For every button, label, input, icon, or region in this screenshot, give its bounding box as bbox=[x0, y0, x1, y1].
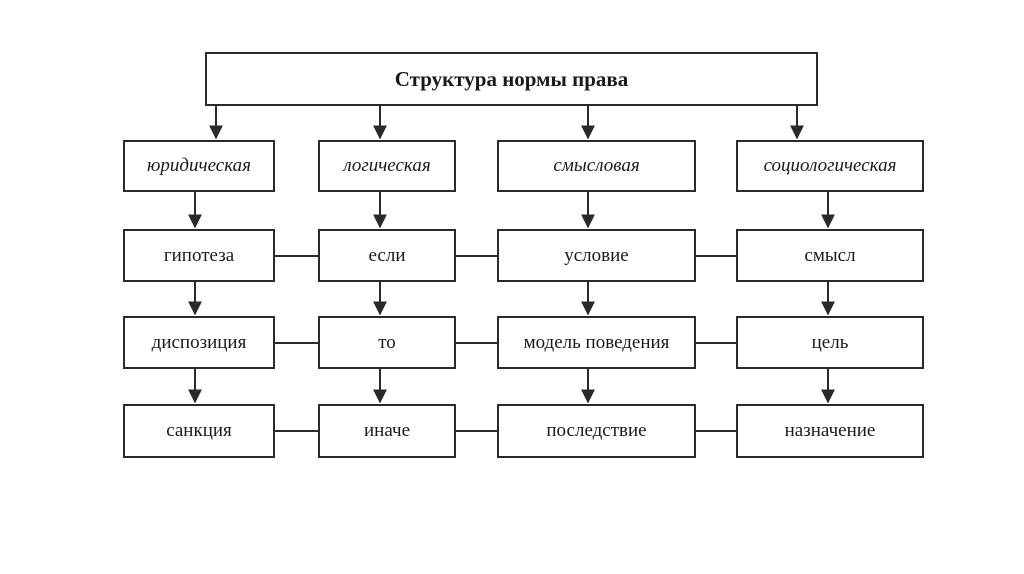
item-gipoteza: гипотеза bbox=[123, 229, 275, 282]
diagram-title: Структура нормы права bbox=[205, 52, 818, 106]
item-uslovie: условие bbox=[497, 229, 696, 282]
item-dispozitsiya: диспозиция bbox=[123, 316, 275, 369]
item-esli: если bbox=[318, 229, 456, 282]
item-tsel: цель bbox=[736, 316, 924, 369]
item-naznachenie: назначение bbox=[736, 404, 924, 458]
header-smyslovaya: смысловая bbox=[497, 140, 696, 192]
item-smysl: смысл bbox=[736, 229, 924, 282]
header-sotsiologicheskaya: социологическая bbox=[736, 140, 924, 192]
item-model-povedeniya: модель поведения bbox=[497, 316, 696, 369]
header-logicheskaya: логическая bbox=[318, 140, 456, 192]
item-posledstvie: последствие bbox=[497, 404, 696, 458]
item-to: то bbox=[318, 316, 456, 369]
item-inache: иначе bbox=[318, 404, 456, 458]
item-sanktsiya: санкция bbox=[123, 404, 275, 458]
header-yuridicheskaya: юридическая bbox=[123, 140, 275, 192]
